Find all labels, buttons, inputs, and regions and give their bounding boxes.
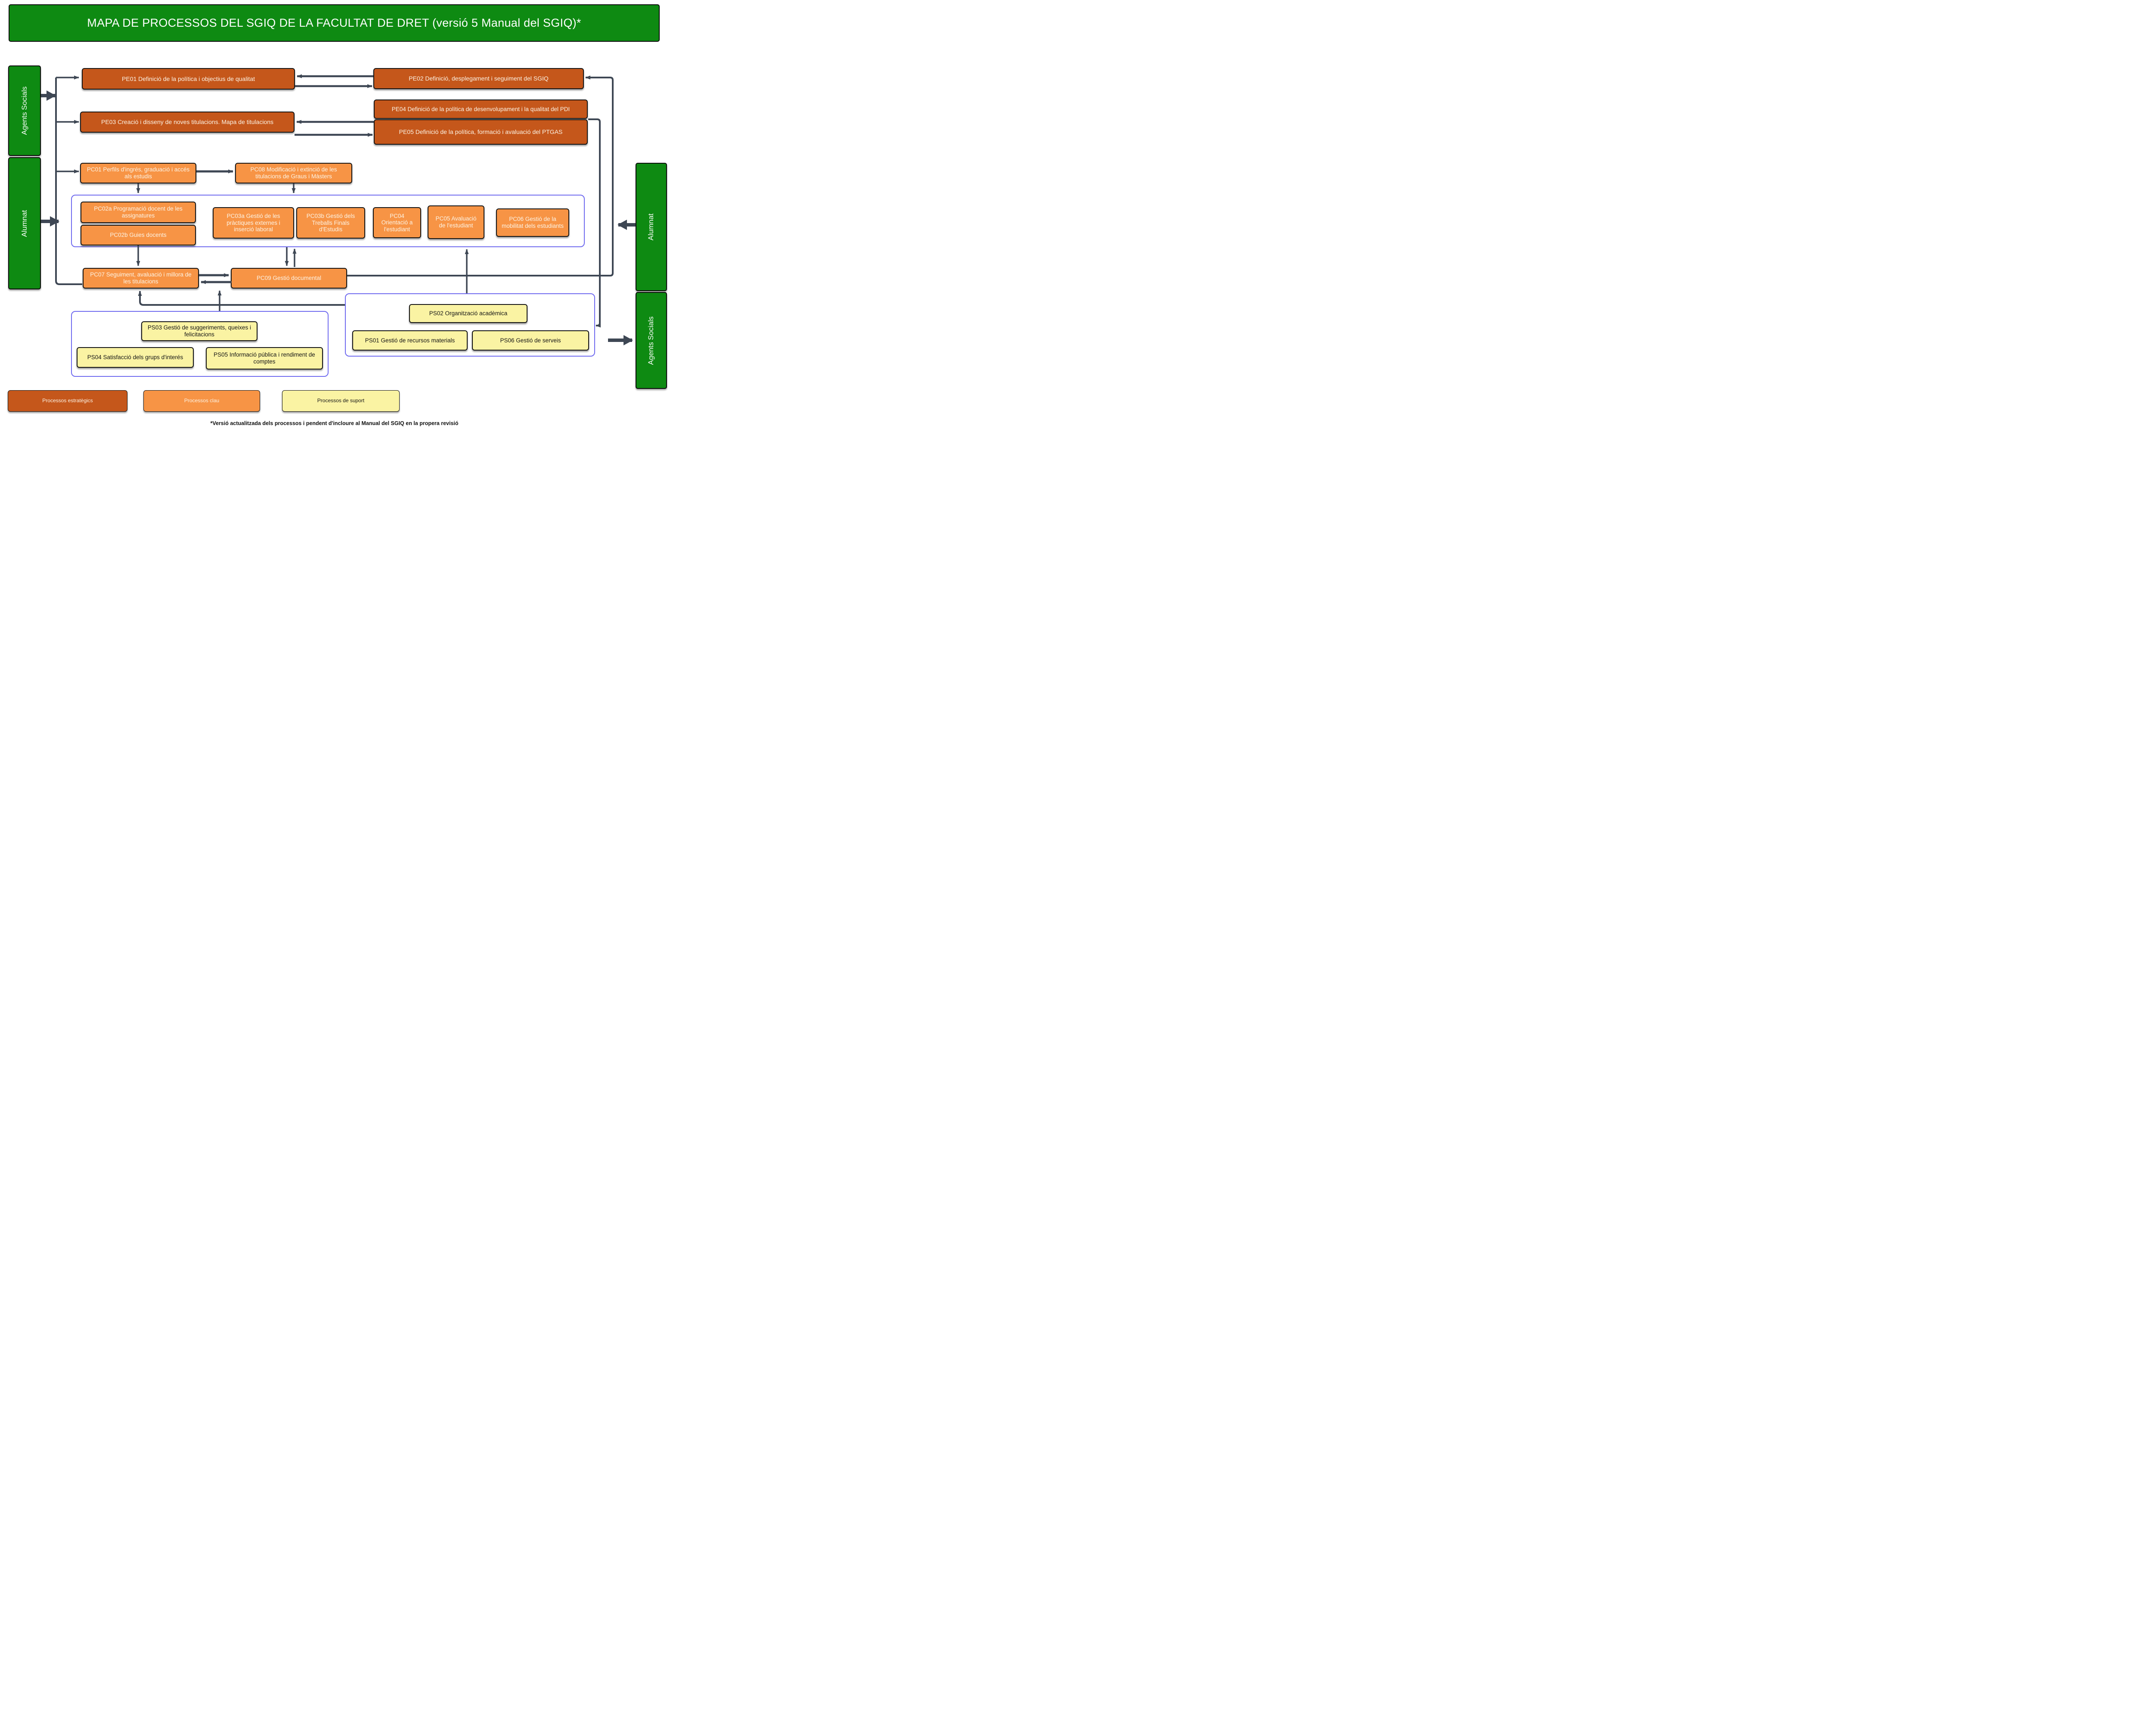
box-ps05-label: PS05 Informació pública i rendiment de c… (214, 351, 315, 365)
bar-right-alumnat: Alumnat (636, 163, 667, 291)
legend-strategic: Processos estratègics (8, 390, 127, 412)
arrow-support-right-to-pc07 (138, 291, 345, 306)
box-pc01: PC01 Perfils d'ingrés, graduació i accés… (80, 163, 196, 183)
bar-right-alumnat-label: Alumnat (647, 213, 655, 241)
bar-right-agents-socials: Agents Socials (636, 292, 667, 389)
box-pc05-label: PC05 Avaluació de l'estudiant (435, 215, 477, 229)
box-pe05-label: PE05 Definició de la política, formació … (399, 128, 563, 136)
box-pc02b: PC02b Guies docents (81, 225, 196, 245)
box-pe03-label: PE03 Creació i disseny de noves titulaci… (101, 118, 273, 126)
box-ps03: PS03 Gestió de suggeriments, queixes i f… (141, 321, 257, 341)
box-pc03a: PC03a Gestió de les pràctiques externes … (213, 207, 294, 239)
page-title: MAPA DE PROCESSOS DEL SGIQ DE LA FACULTA… (87, 16, 581, 29)
box-ps01-label: PS01 Gestió de recursos materials (365, 337, 455, 344)
box-pc02b-label: PC02b Guies docents (110, 232, 167, 239)
process-map-canvas: MAPA DE PROCESSOS DEL SGIQ DE LA FACULTA… (0, 0, 669, 434)
box-ps04-label: PS04 Satisfacció dels grups d'interés (87, 354, 183, 361)
box-ps04: PS04 Satisfacció dels grups d'interés (77, 347, 194, 368)
box-pc07: PC07 Seguiment, avaluació i millora de l… (83, 268, 199, 289)
box-pc02a-label: PC02a Programació docent de les assignat… (94, 205, 183, 219)
box-pc06: PC06 Gestió de la mobilitat dels estudia… (496, 208, 569, 237)
container-support-left (71, 311, 329, 377)
box-pc02a: PC02a Programació docent de les assignat… (81, 202, 196, 223)
legend-support-label: Processos de suport (317, 398, 365, 404)
legend-key: Processos clau (143, 390, 260, 412)
box-pc07-label: PC07 Seguiment, avaluació i millora de l… (90, 271, 192, 285)
box-pc08: PC08 Modificació i extinció de les titul… (235, 163, 352, 183)
bar-left-alumnat: Alumnat (8, 157, 41, 289)
page-title-bar: MAPA DE PROCESSOS DEL SGIQ DE LA FACULTA… (9, 4, 660, 42)
bar-left-agents-socials: Agents Socials (8, 65, 41, 156)
box-ps02-label: PS02 Organització acadèmica (429, 310, 508, 317)
bar-left-agents-socials-label: Agents Socials (20, 86, 29, 135)
box-ps05: PS05 Informació pública i rendiment de c… (206, 347, 323, 370)
box-pc03a-label: PC03a Gestió de les pràctiques externes … (226, 213, 280, 233)
legend-strategic-label: Processos estratègics (42, 398, 93, 404)
box-pc04: PC04 Orientació a l'estudiant (373, 207, 421, 238)
legend-support: Processos de suport (282, 390, 400, 412)
box-pe04: PE04 Definició de la política de desenvo… (374, 99, 588, 119)
line-input-bus-to-pc07 (55, 78, 82, 285)
footnote: *Versió actualitzada dels processos i pe… (210, 420, 459, 426)
box-pe01: PE01 Definició de la política i objectiu… (82, 68, 295, 90)
box-pc08-label: PC08 Modificació i extinció de les titul… (250, 166, 337, 180)
box-pc09-label: PC09 Gestió documental (256, 275, 322, 282)
box-ps06: PS06 Gestió de serveis (472, 330, 589, 351)
box-ps02: PS02 Organització acadèmica (409, 304, 527, 323)
legend-key-label: Processos clau (184, 398, 220, 404)
box-pe05: PE05 Definició de la política, formació … (374, 119, 588, 145)
box-pe04-label: PE04 Definició de la política de desenvo… (391, 106, 570, 112)
box-pc03b: PC03b Gestió dels Treballs Finals d'Estu… (296, 207, 365, 239)
box-pc05: PC05 Avaluació de l'estudiant (428, 205, 484, 239)
box-pc09: PC09 Gestió documental (231, 268, 347, 289)
box-pe03: PE03 Creació i disseny de noves titulaci… (80, 112, 295, 133)
box-ps06-label: PS06 Gestió de serveis (500, 337, 561, 344)
box-pc03b-label: PC03b Gestió dels Treballs Finals d'Estu… (306, 213, 355, 233)
bar-right-agents-socials-label: Agents Socials (647, 316, 655, 365)
box-pc06-label: PC06 Gestió de la mobilitat dels estudia… (501, 216, 564, 229)
bar-left-alumnat-label: Alumnat (20, 210, 28, 237)
box-pc04-label: PC04 Orientació a l'estudiant (381, 212, 413, 233)
box-ps03-label: PS03 Gestió de suggeriments, queixes i f… (147, 324, 251, 338)
box-pc01-label: PC01 Perfils d'ingrés, graduació i accés… (87, 166, 190, 180)
box-pe01-label: PE01 Definició de la política i objectiu… (122, 75, 255, 82)
box-ps01: PS01 Gestió de recursos materials (352, 330, 468, 351)
box-pe02: PE02 Definició, desplegament i seguiment… (373, 68, 584, 89)
box-pe02-label: PE02 Definició, desplegament i seguiment… (409, 75, 549, 82)
